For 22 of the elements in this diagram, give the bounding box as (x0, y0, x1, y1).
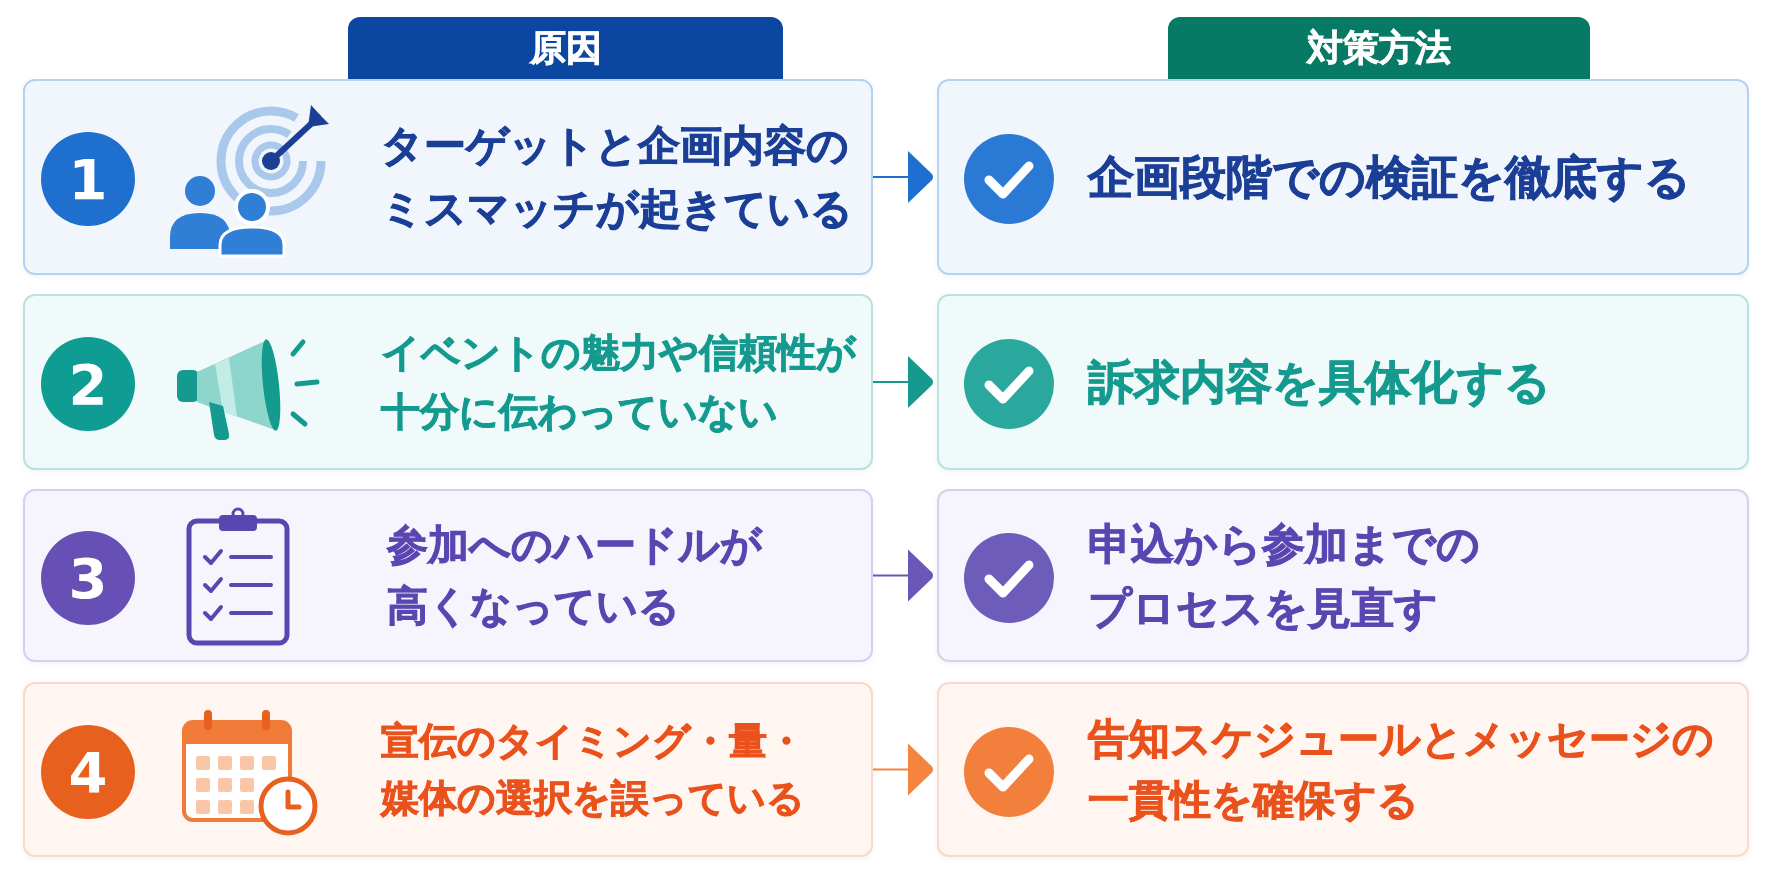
countermeasure-card (937, 682, 1749, 857)
countermeasure-text: 告知スケジュールとメッセージの一貫性を確保する (1088, 713, 1715, 826)
countermeasure-text: 企画段階での検証を徹底する (1088, 148, 1691, 206)
countermeasure-card (937, 489, 1749, 662)
countermeasure-card (937, 79, 1749, 275)
column-header: 原因 (348, 17, 783, 79)
step-number: 1 (41, 132, 135, 226)
step-number: 2 (41, 337, 135, 431)
countermeasure-text: 訴求内容を具体化する (1088, 353, 1551, 411)
step-number: 4 (41, 725, 135, 819)
step-number: 3 (41, 531, 135, 625)
column-header: 対策方法 (1168, 17, 1590, 79)
cause-text: ターゲットと企画内容のミスマッチが起きている (381, 120, 854, 235)
cause-text: 参加へのハードルが高くなっている (387, 519, 764, 632)
countermeasure-card (937, 294, 1749, 470)
cause-text: イベントの魅力や信頼性が十分に伝わっていない (381, 328, 858, 435)
cause-card (23, 294, 873, 470)
cause-card (23, 489, 873, 662)
cause-text: 宣伝のタイミング・量・媒体の選択を誤っている (381, 717, 806, 822)
countermeasure-text: 申込から参加までのプロセスを見直す (1088, 517, 1481, 635)
cause-card (23, 79, 873, 275)
cause-card (23, 682, 873, 857)
